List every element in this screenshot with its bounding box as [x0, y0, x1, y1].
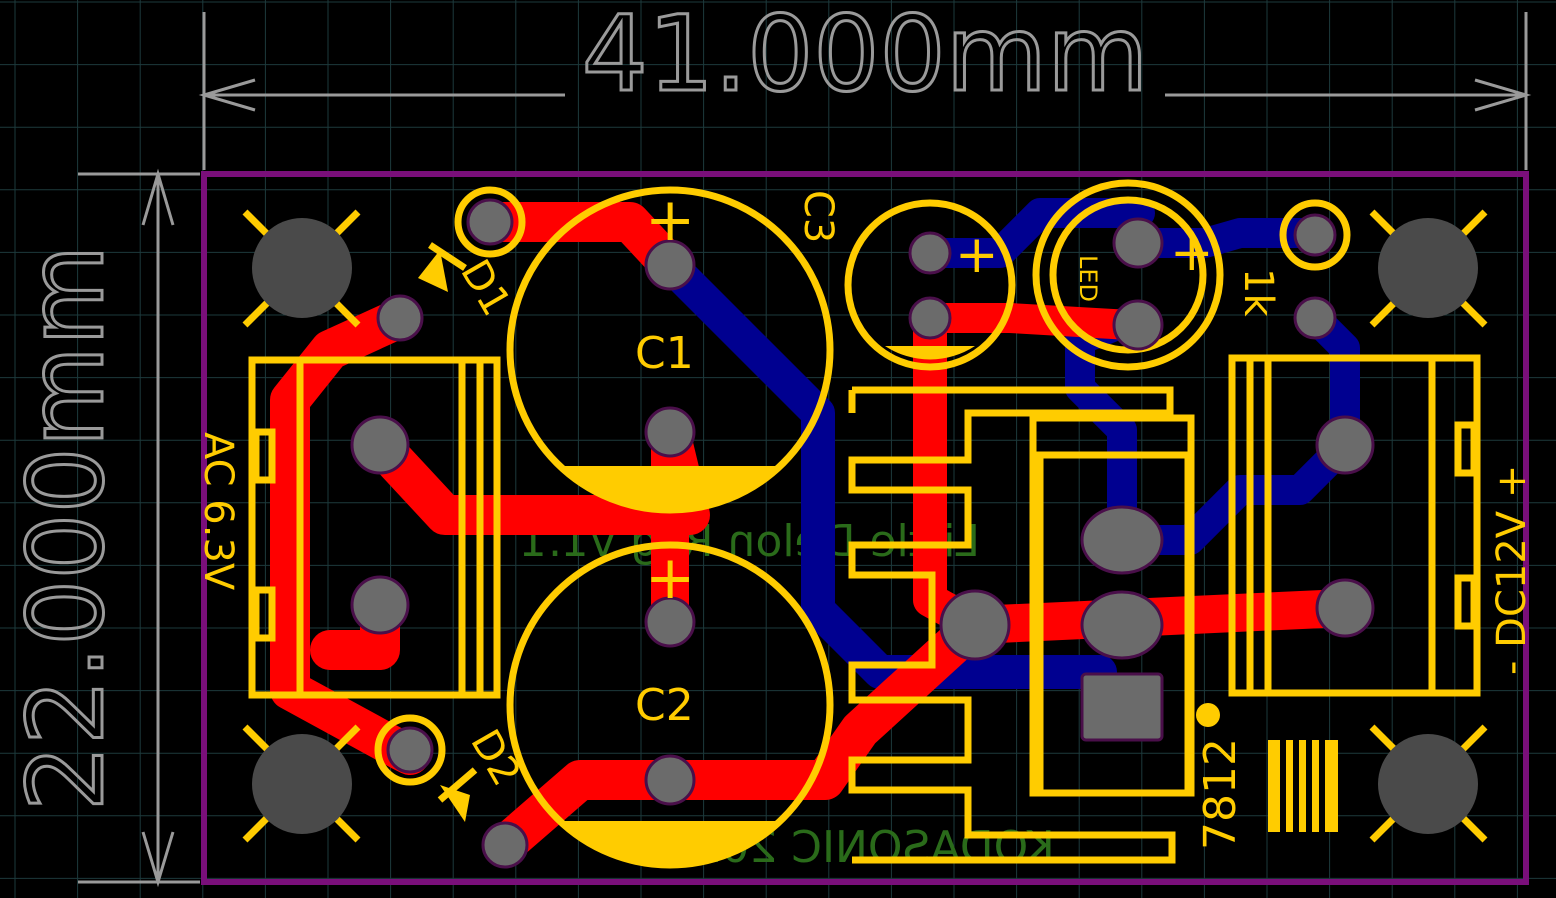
pad-c1-neg [644, 406, 696, 458]
led-indicator[interactable] [1032, 179, 1224, 371]
label-ac-input: AC 6.3V [195, 432, 241, 591]
silkscreen-labels: C1 C2 + + + + C3 D1 D2 LED 1k 7812 AC 6.… [195, 185, 1535, 850]
label-c2-plus: + [645, 543, 695, 613]
dimension-width: 41.000mm [198, 0, 1532, 170]
regulator-7812[interactable] [1029, 414, 1220, 797]
top-trace-c3-led [915, 303, 1145, 340]
pad-led-k [1112, 299, 1164, 351]
top-trace-d1-ac [270, 298, 430, 775]
bottom-trace-led-resistor [1115, 218, 1330, 258]
pad-c2-pos [644, 596, 696, 648]
bottom-trace-c1-regulator [653, 248, 1117, 689]
capacitor-c1[interactable] [506, 186, 834, 514]
mounting-hole-top-left [242, 209, 361, 328]
mounting-holes [242, 209, 1488, 843]
capacitor-c3[interactable] [844, 199, 1016, 371]
pad-c1-pos [644, 239, 696, 291]
label-dc-output: - DC12V + [1489, 465, 1535, 675]
diode-d1[interactable] [418, 186, 526, 292]
pad-r1-b [1293, 296, 1337, 340]
capacitor-c2[interactable] [506, 541, 834, 869]
label-regulator: 7812 [1195, 738, 1246, 850]
pad-d1-k [376, 294, 424, 342]
pad-vreg-gnd [1080, 590, 1164, 660]
label-c3-plus: + [955, 225, 999, 285]
pad-led-a [1112, 217, 1164, 269]
mounting-hole-bottom-left [242, 724, 361, 843]
label-c1: C1 [635, 328, 694, 379]
label-c1-plus: + [645, 185, 695, 255]
label-c3: C3 [795, 190, 841, 243]
pad-c3-pos [908, 231, 952, 275]
label-led: LED [1074, 255, 1102, 302]
top-trace-c2-neg [485, 605, 995, 865]
pad-d2-a [386, 726, 434, 774]
pads [350, 198, 1375, 869]
mounting-hole-top-right [1369, 209, 1488, 328]
mounting-hole-bottom-right [1369, 724, 1488, 843]
label-led-plus: + [1170, 223, 1214, 283]
dimension-height: 22.000mm [4, 168, 200, 888]
label-r1: 1k [1235, 268, 1281, 317]
pad-heatsink [939, 589, 1011, 661]
dimension-width-label: 41.000mm [582, 0, 1149, 115]
diode-d2[interactable] [374, 714, 478, 822]
pad-dc-neg [1315, 578, 1375, 638]
pad-vreg-in [1080, 672, 1164, 742]
pad-dc-pos [1315, 415, 1375, 475]
regulator-heatsink [848, 386, 1176, 864]
pad-ac-1 [350, 415, 410, 475]
board-outline [201, 171, 1529, 885]
pad-c2-neg [644, 754, 696, 806]
dimension-height-label: 22.000mm [5, 245, 127, 812]
dc-output-terminal[interactable] [1228, 354, 1481, 697]
bottom-silkscreen: Little Delon Reg v1.1 KODASONIC 2021 [520, 516, 1055, 873]
pad-r1-a [1293, 213, 1337, 257]
pad-ac-2 [350, 575, 410, 635]
pad-d2-k [481, 821, 529, 869]
label-d2: D2 [461, 722, 529, 794]
pad-vreg-out [1080, 505, 1164, 575]
logo-barcode-mark [1268, 740, 1338, 832]
resistor-1k-top-ring [1279, 199, 1351, 271]
label-c2: C2 [635, 680, 694, 731]
pad-c3-neg [908, 296, 952, 340]
ac-input-terminal[interactable] [248, 356, 501, 699]
pad-d1-a [466, 198, 514, 246]
